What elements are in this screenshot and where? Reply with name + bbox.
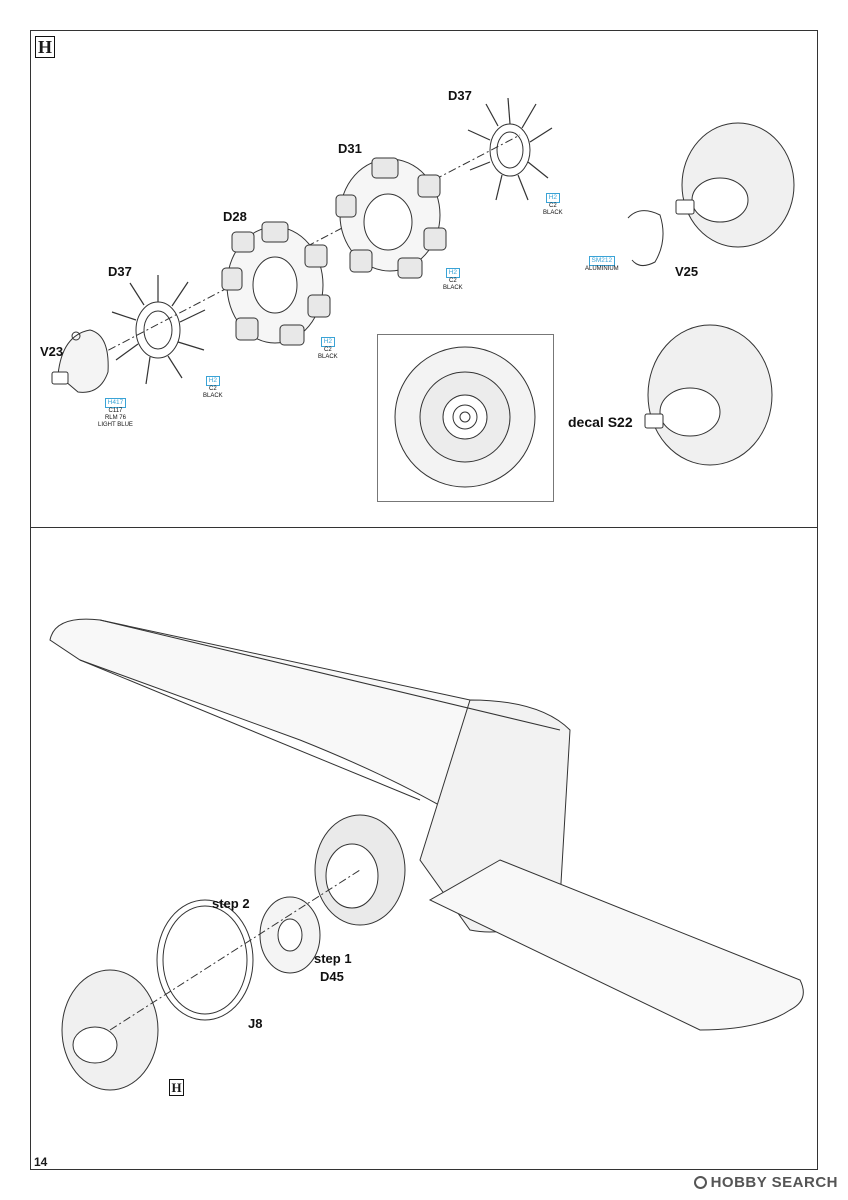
label-decal: decal S22 bbox=[568, 414, 633, 430]
step-badge: H bbox=[35, 36, 55, 58]
label-d31: D31 bbox=[338, 141, 362, 156]
page-frame bbox=[30, 30, 818, 1170]
paint-callout: H2 C2 BLACK bbox=[318, 337, 338, 360]
aircraft-airframe bbox=[49, 618, 804, 1031]
paint-callout: H2 C2 BLACK bbox=[203, 376, 223, 399]
label-j8: J8 bbox=[248, 1016, 263, 1031]
assembly-axis bbox=[79, 134, 521, 366]
label-d37-top: D37 bbox=[448, 88, 472, 103]
d31-cylinder-row bbox=[335, 157, 447, 279]
lower-assembly-axis bbox=[109, 869, 361, 1031]
watermark-logo-icon bbox=[693, 1176, 707, 1189]
v25-engine bbox=[627, 122, 795, 266]
v23-housing bbox=[51, 329, 109, 393]
d37-left-ring bbox=[111, 275, 206, 385]
section-divider bbox=[30, 527, 818, 528]
label-step1: step 1 bbox=[314, 951, 352, 966]
d37-top-ring bbox=[467, 97, 553, 201]
inset-front-view bbox=[394, 346, 536, 488]
paint-callout: H2 C2 BLACK bbox=[543, 193, 563, 216]
watermark: HOBBY SEARCH bbox=[693, 1174, 838, 1191]
label-v23: V23 bbox=[40, 344, 64, 359]
paint-callout: H2 C2 BLACK bbox=[443, 268, 463, 291]
paint-callout: H417 C117 RLM 76 LIGHT BLUE bbox=[98, 398, 133, 428]
decal-engine bbox=[644, 324, 773, 466]
paint-callout: SM212 ALUMINIUM bbox=[585, 256, 619, 272]
label-d37-left: D37 bbox=[108, 264, 132, 279]
step-ref-badge: H bbox=[169, 1079, 184, 1096]
j8-ring bbox=[156, 899, 254, 1021]
label-d45: D45 bbox=[320, 969, 344, 984]
d28-cylinder-row bbox=[221, 221, 331, 346]
label-d28: D28 bbox=[223, 209, 247, 224]
inset-box bbox=[377, 334, 554, 502]
page-number: 14 bbox=[34, 1155, 48, 1169]
label-v25: V25 bbox=[675, 264, 699, 279]
d45-plate bbox=[259, 896, 321, 974]
label-step2: step 2 bbox=[212, 896, 250, 911]
